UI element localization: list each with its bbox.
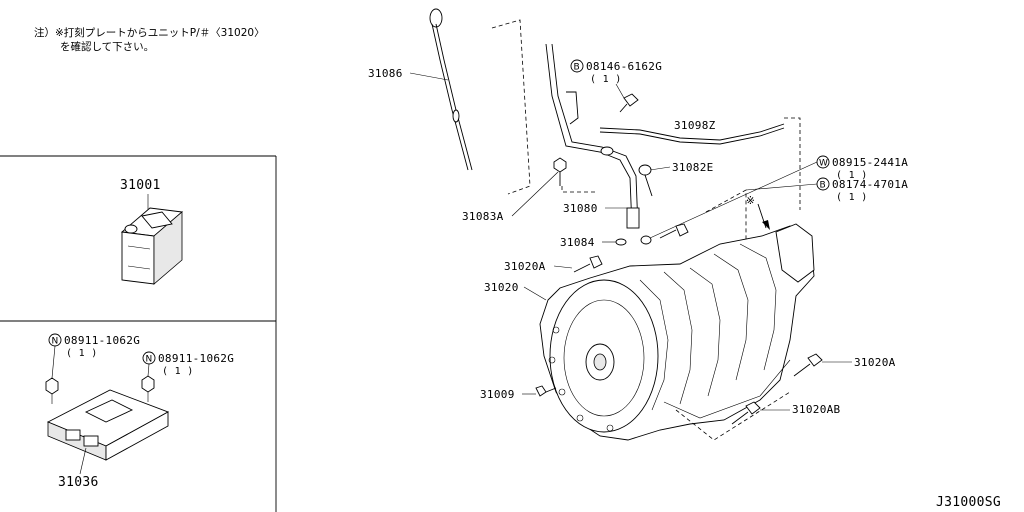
leader-nut-2 (147, 363, 150, 377)
bolt-2-dashed-guide (705, 189, 747, 240)
callout-b-1 (570, 59, 584, 73)
diagram-id: J31000SG (936, 495, 1001, 510)
star-mark: ※ (746, 195, 755, 207)
label-31080: 31080 (563, 202, 598, 215)
bolt-31009-illustration (535, 385, 557, 397)
note-line-2: を確認して下さい。 (60, 40, 154, 53)
label-nut-1-code: 08911-1062G (64, 334, 140, 347)
label-bolt-1-qty: ( 1 ) (590, 74, 622, 85)
label-31084: 31084 (560, 236, 595, 249)
label-31020AB: 31020AB (792, 403, 841, 416)
label-nut-2-code: 08911-1062G (158, 352, 234, 365)
callout-n-2-letter: N (146, 355, 153, 365)
bolt-2-illustration (659, 223, 689, 239)
label-bolt-2-qty: ( 1 ) (836, 192, 868, 203)
cable-illustration (599, 123, 785, 145)
filler-tube-illustration (545, 43, 640, 229)
leader-31020 (523, 286, 547, 301)
callout-b-1-letter: B (574, 63, 580, 73)
label-nut-2-qty: ( 1 ) (162, 366, 194, 377)
label-washer-code: 08915-2441A (832, 156, 908, 169)
transmission-illustration (539, 223, 815, 441)
label-31082E: 31082E (672, 161, 714, 174)
dipstick-dashed-guide (491, 19, 531, 195)
nut-1-illustration (45, 377, 59, 404)
nut-2-illustration (141, 375, 155, 402)
bolt-31020A-right-illustration (793, 353, 823, 377)
leader-nut-1 (51, 345, 56, 379)
label-31083A: 31083A (462, 210, 504, 223)
fluid-can-illustration (120, 207, 184, 285)
bolt-dashed-guide (561, 186, 596, 193)
dipstick-illustration (429, 8, 473, 171)
control-module-illustration (46, 389, 170, 461)
label-nut-1-qty: ( 1 ) (66, 348, 98, 359)
label-31020A-top: 31020A (504, 260, 546, 273)
label-31098Z: 31098Z (674, 119, 716, 132)
label-31009: 31009 (480, 388, 515, 401)
leader-31086 (409, 72, 449, 81)
label-31036: 31036 (58, 475, 99, 490)
washer-illustration (640, 235, 652, 245)
bolt-31020A-top-illustration (573, 255, 603, 273)
pan-dashed-guide (675, 391, 791, 441)
callout-n-1-letter: N (52, 337, 59, 347)
label-31020: 31020 (484, 281, 519, 294)
bolt-1-illustration (619, 93, 639, 113)
bolt-31020AB-illustration (731, 401, 761, 425)
leader-31020A-top (553, 265, 573, 269)
leader-31082E (649, 166, 671, 171)
label-washer-qty: ( 1 ) (836, 170, 868, 181)
note-line-1: 注）※打刻プレートからユニットP/＃〈31020〉 (34, 26, 265, 39)
label-bolt-2-code: 08174-4701A (832, 178, 908, 191)
leader-bolt-1 (615, 83, 625, 99)
o-ring-illustration (615, 238, 627, 246)
leader-31083A (511, 171, 559, 217)
label-31086: 31086 (368, 67, 403, 80)
arrow-head (762, 220, 770, 230)
leader-bolt-2 (745, 183, 818, 191)
cable-dashed-guide (784, 117, 801, 210)
callout-b-2-letter: B (820, 181, 826, 191)
clamp-illustration (638, 164, 653, 197)
label-bolt-1-code: 08146-6162G (586, 60, 662, 73)
bolt-31083A-illustration (553, 157, 567, 186)
label-31020A-right: 31020A (854, 356, 896, 369)
callout-w-letter: W (819, 159, 828, 169)
leader-31036 (79, 447, 87, 475)
label-31001: 31001 (120, 178, 161, 193)
